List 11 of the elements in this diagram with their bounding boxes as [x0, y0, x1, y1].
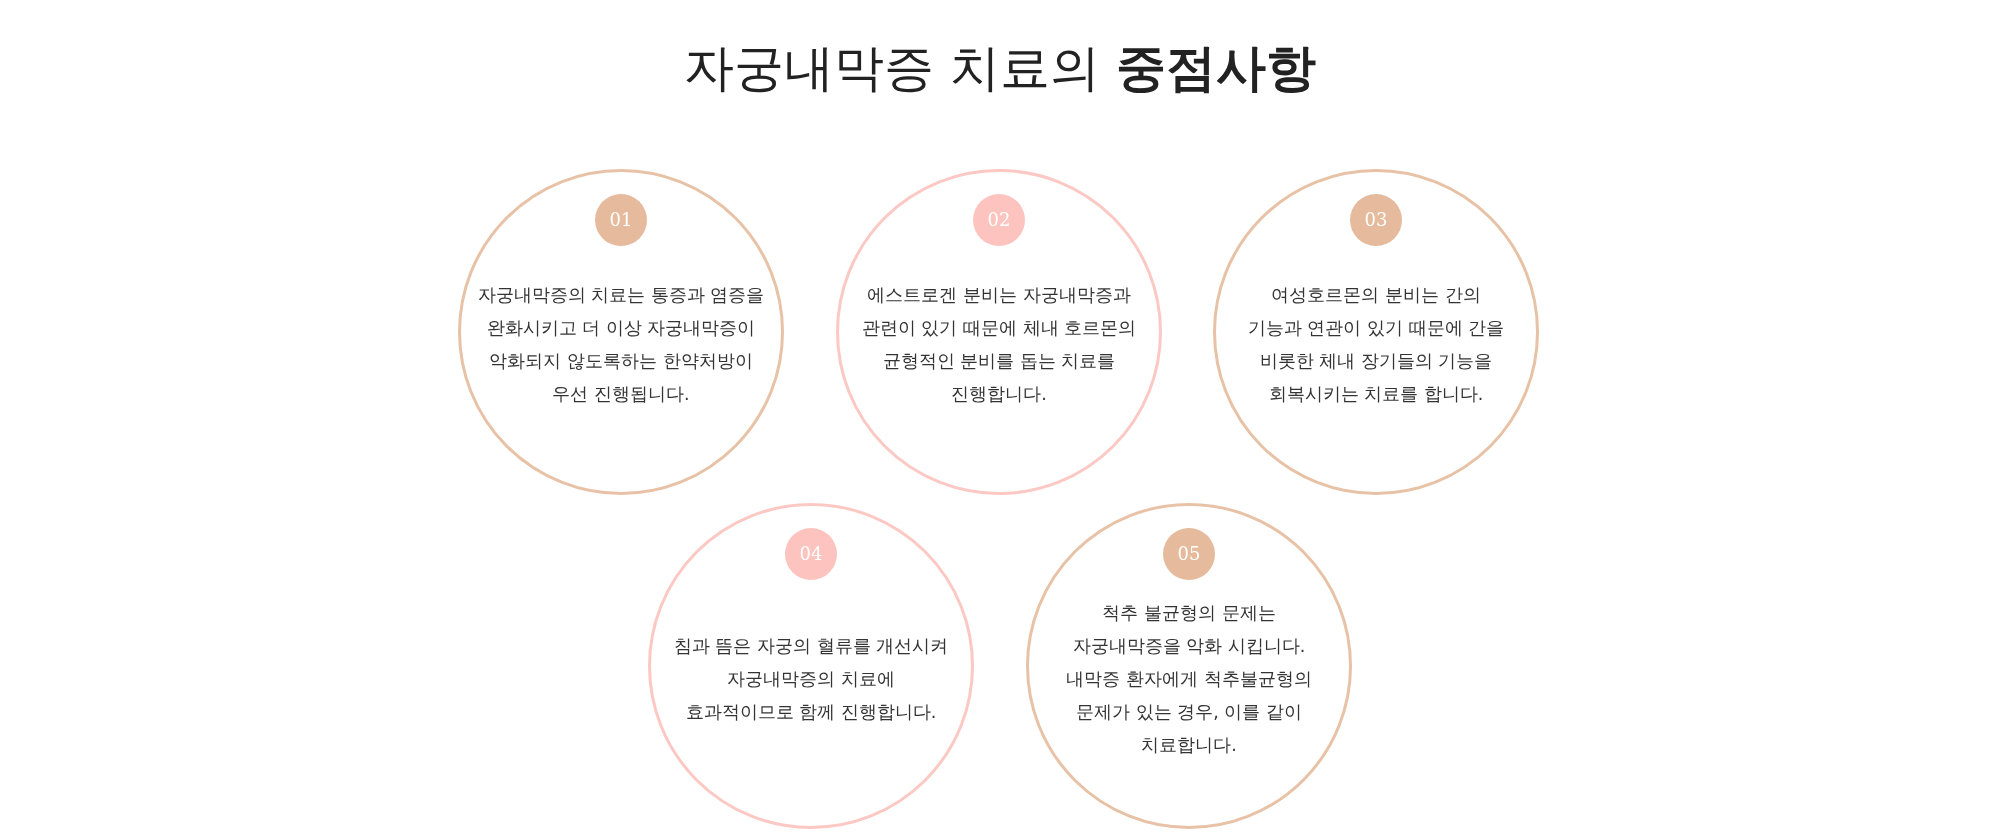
- number-badge: 02: [973, 194, 1025, 246]
- title: 자궁내막증 치료의 중점사항: [683, 38, 1317, 98]
- description-text: 척추 불균형의 문제는 자궁내막증을 악화 시킵니다. 내막증 환자에게 척추불균형의 문제가 있는 경우, 이를 같이 치료합니다.: [1065, 601, 1313, 757]
- number-badge: 05: [1163, 528, 1215, 580]
- number-badge: 04: [785, 528, 837, 580]
- number-badge: 03: [1350, 194, 1402, 246]
- description-text: 에스트로겐 분비는 자궁내막증과 관련이 있기 때문에 체내 호르몬의 균형적인 분비를 돕는 치료를 진행합니다.: [861, 283, 1137, 406]
- description-text: 침과 뜸은 자궁의 혈류를 개선시켜 자궁내막증의 치료에 효과적이므로 함께 진행합니다.: [672, 634, 950, 724]
- number-badge: 01: [595, 194, 647, 246]
- description-text: 여성호르몬의 분비는 간의 기능과 연관이 있기 때문에 간을 비롯한 체내 장기들의 기능을 회복시키는 치료를 합니다.: [1246, 283, 1506, 406]
- description-text: 자궁내막증의 치료는 통증과 염증을 완화시키고 더 이상 자궁내막증이 악화되지 않도록하는 한약처방이 우선 진행됩니다.: [476, 283, 766, 406]
